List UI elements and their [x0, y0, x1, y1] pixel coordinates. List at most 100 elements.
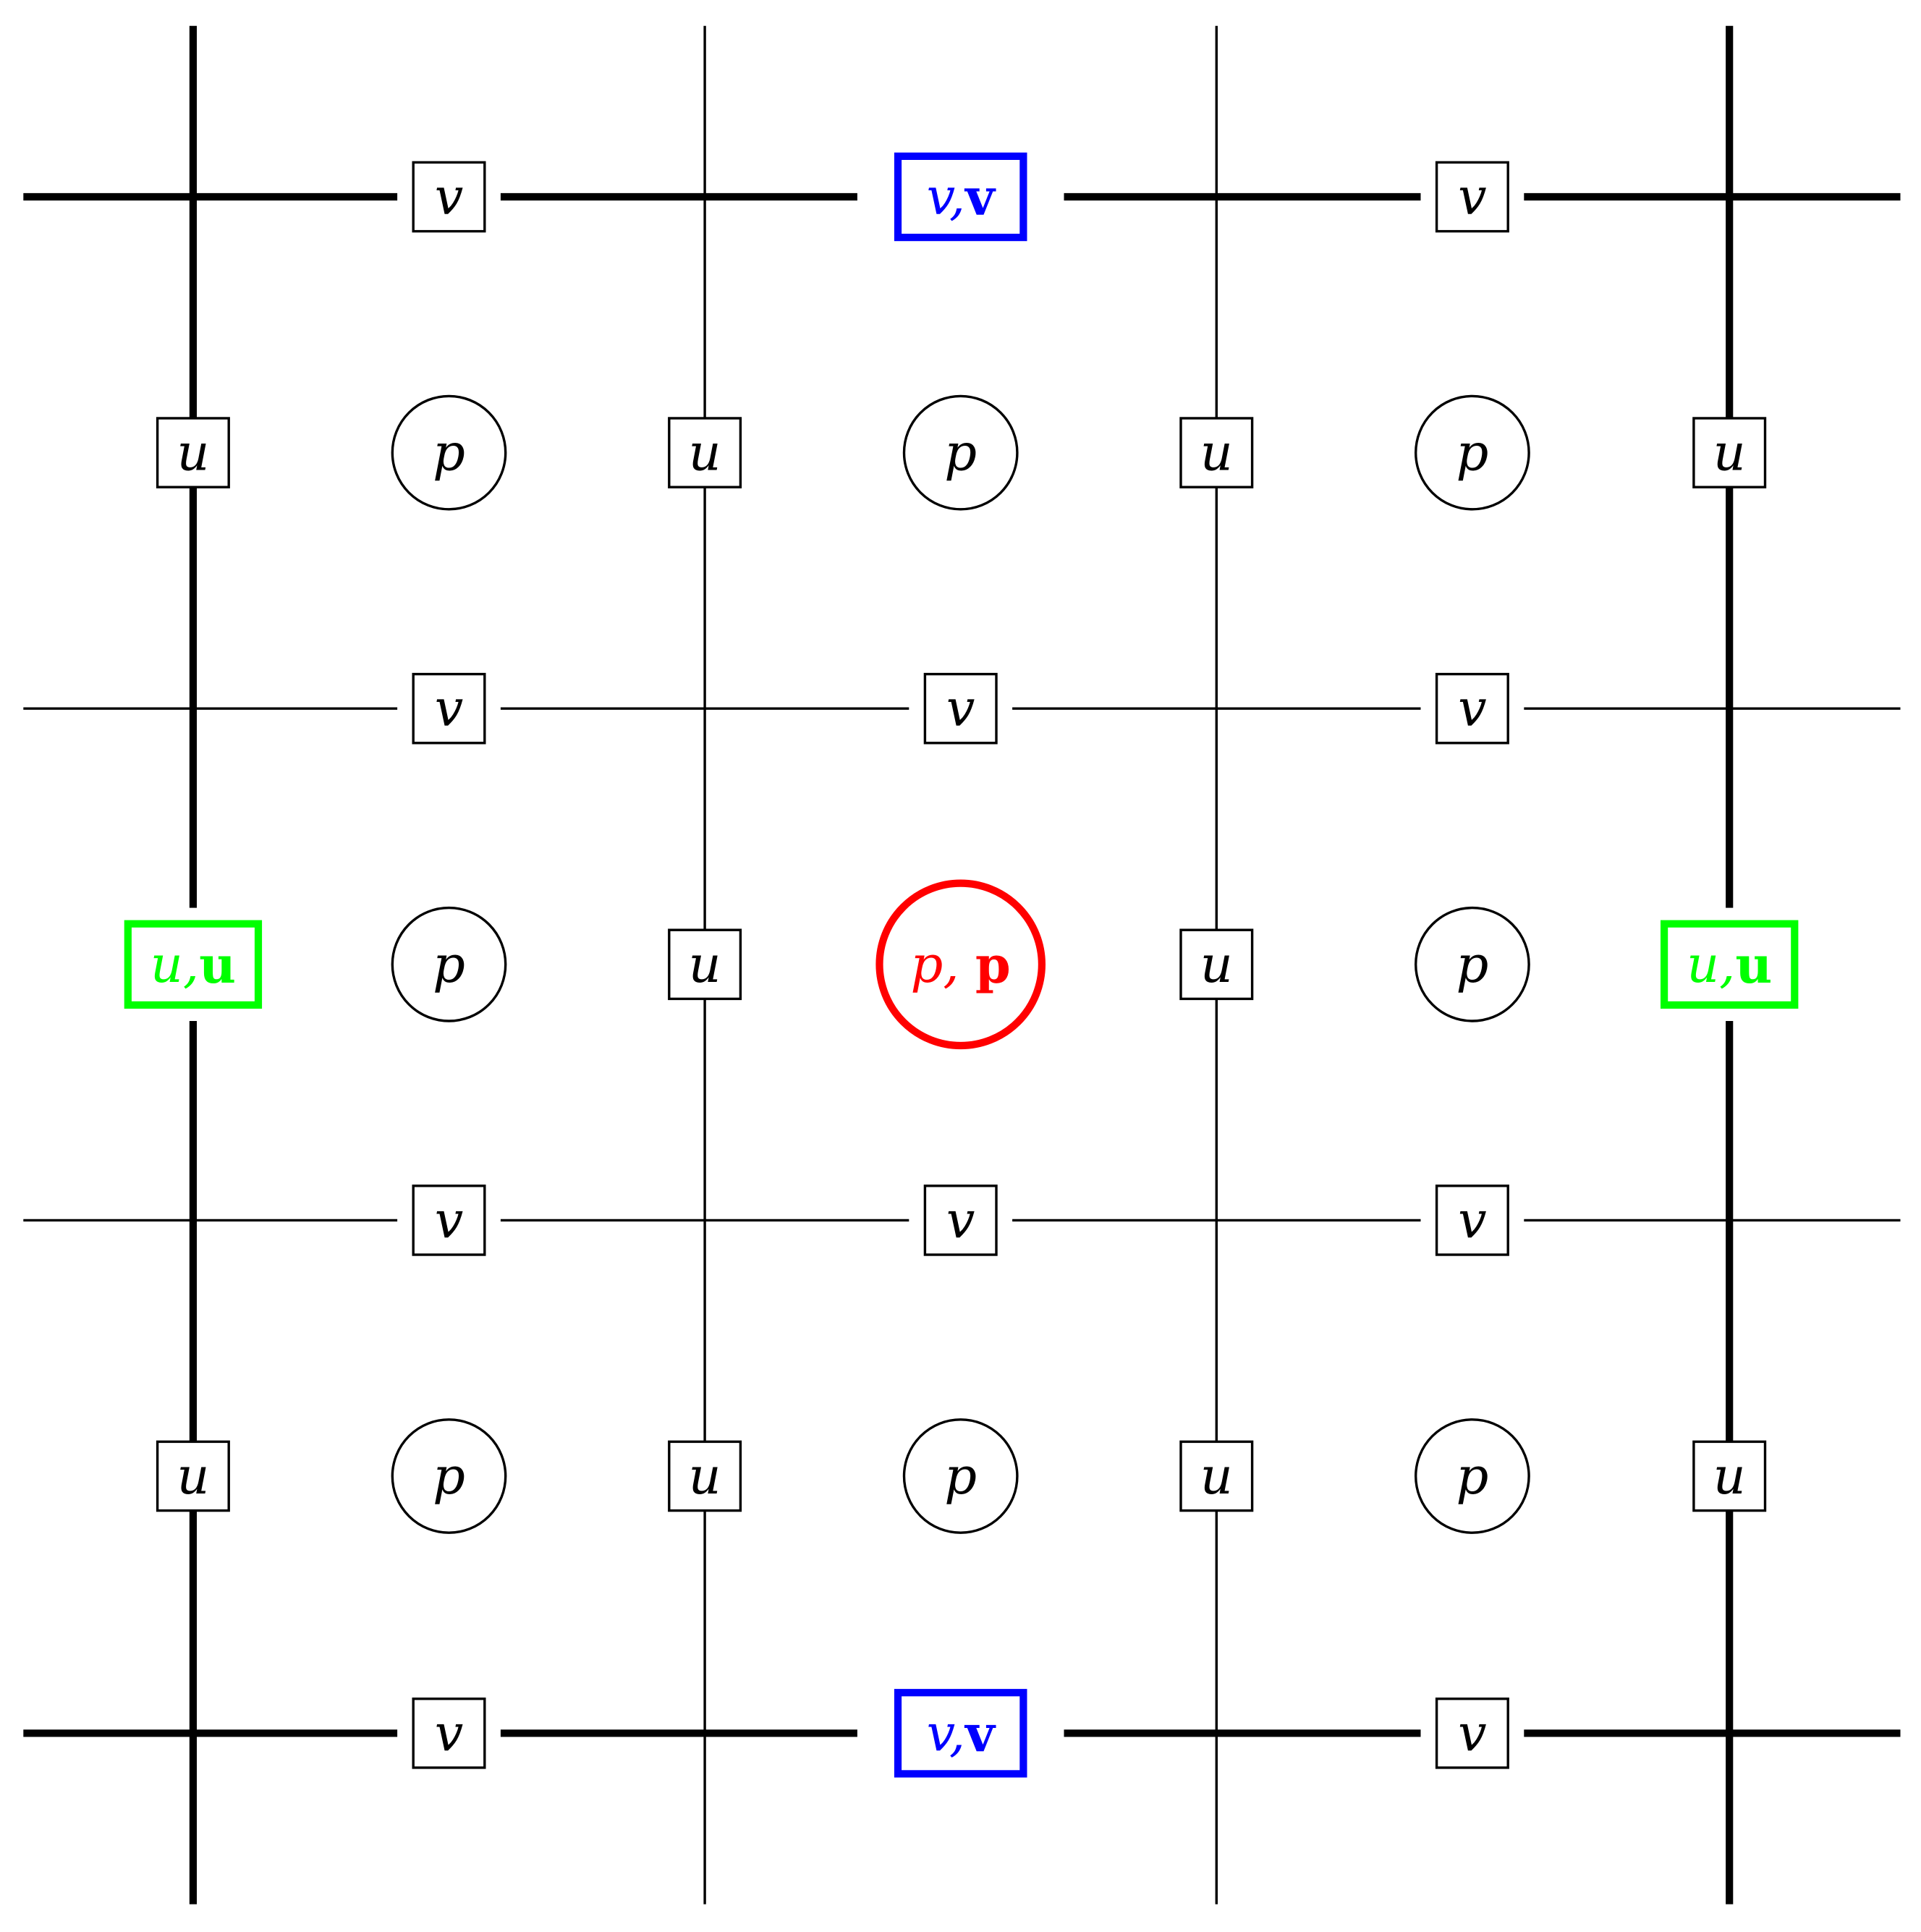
- p-node-label: p: [944, 423, 977, 483]
- u-node-label: u: [1200, 935, 1233, 994]
- u-node-label: u: [177, 423, 209, 483]
- v-node: v: [1420, 672, 1524, 745]
- v-node-label: v: [1458, 167, 1487, 226]
- u-node: u: [668, 928, 742, 1001]
- v-node-box: [923, 1185, 998, 1256]
- p-node: p: [902, 1418, 1019, 1534]
- p-node-circle: [391, 906, 507, 1022]
- v-node: v: [1420, 1185, 1524, 1256]
- u-boundary-node-highlighted: u,u: [1661, 907, 1799, 1021]
- u-node-box: [1179, 1440, 1254, 1512]
- u-node-box: [1692, 1440, 1767, 1512]
- p-node: p: [1415, 906, 1530, 1022]
- p-node-label: p: [944, 1446, 977, 1506]
- v-node-box: [1435, 1697, 1509, 1769]
- p-node-circle: [1415, 1418, 1530, 1534]
- p-node-circle: [1415, 906, 1530, 1022]
- p-node-label: p: [1456, 935, 1488, 994]
- p-node-circle: [1415, 394, 1530, 511]
- v-node: v: [397, 1697, 501, 1769]
- p-node-label: p: [433, 423, 465, 483]
- v-node: v: [1420, 1697, 1524, 1769]
- v-boundary-node-box: [894, 1689, 1027, 1778]
- v-node-label: v: [435, 167, 464, 226]
- v-node-box: [923, 672, 998, 745]
- p-centre-node-highlighted-circle: [875, 879, 1046, 1050]
- v-node: v: [1420, 161, 1524, 233]
- u-node-box: [1179, 417, 1254, 488]
- p-node: p: [391, 906, 507, 1022]
- u-node-label: u: [1200, 1446, 1233, 1506]
- u-node: u: [156, 1440, 230, 1512]
- v-node-box: [412, 672, 486, 745]
- v-node-box: [412, 1697, 486, 1769]
- p-node-circle: [902, 1418, 1019, 1534]
- v-node: v: [397, 672, 501, 745]
- p-node: p: [391, 1418, 507, 1534]
- u-boundary-node-box: [124, 920, 263, 1009]
- v-node: v: [397, 1185, 501, 1256]
- p-node-circle: [391, 394, 507, 511]
- u-node: u: [1179, 1440, 1254, 1512]
- u-node-label: u: [1713, 423, 1746, 483]
- grid-nodes: u u,u u u u u u u u u u,u u v v,v v v v v v v v v v,v v p p p p p, p…: [124, 152, 1799, 1778]
- v-boundary-node-box: [894, 152, 1027, 242]
- u-node-label: u: [689, 1446, 721, 1506]
- u-node-box: [156, 417, 230, 488]
- u-node: u: [1692, 1440, 1767, 1512]
- u-boundary-node-label: u,u: [1687, 934, 1772, 994]
- v-node-box: [412, 1185, 486, 1256]
- u-node-label: u: [1200, 423, 1233, 483]
- u-node-box: [668, 417, 742, 488]
- p-node: p: [1415, 1418, 1530, 1534]
- v-node-label: v: [1458, 1190, 1487, 1250]
- p-node-circle: [391, 1418, 507, 1534]
- u-node: u: [1179, 928, 1254, 1001]
- v-node-label: v: [435, 679, 464, 738]
- v-node: v: [909, 672, 1013, 745]
- v-node: v: [909, 1185, 1013, 1256]
- p-node-label: p: [1456, 1446, 1488, 1506]
- u-node: u: [1692, 417, 1767, 488]
- u-node: u: [156, 417, 230, 488]
- u-node: u: [668, 417, 742, 488]
- p-node: p: [391, 394, 507, 511]
- v-node-label: v: [435, 1190, 464, 1250]
- v-node-label: v: [946, 679, 975, 738]
- u-node-box: [668, 928, 742, 1001]
- v-boundary-node-highlighted: v,v: [857, 1689, 1064, 1778]
- v-node-label: v: [1458, 679, 1487, 738]
- p-node: p: [902, 394, 1019, 511]
- p-node-label: p: [433, 935, 465, 994]
- p-node-label: p: [1456, 423, 1488, 483]
- v-node-label: v: [435, 1703, 464, 1763]
- u-boundary-node-highlighted: u,u: [124, 907, 263, 1021]
- u-node-label: u: [177, 1446, 209, 1506]
- u-node-label: u: [689, 935, 721, 994]
- v-node-box: [1435, 1185, 1509, 1256]
- p-node: p: [1415, 394, 1530, 511]
- p-node-circle: [902, 394, 1019, 511]
- u-node-box: [668, 1440, 742, 1512]
- v-node: v: [397, 161, 501, 233]
- u-node-label: u: [1713, 1446, 1746, 1506]
- v-node-box: [412, 161, 486, 233]
- v-node-label: v: [1458, 1703, 1487, 1763]
- v-node-box: [1435, 161, 1509, 233]
- u-node: u: [668, 1440, 742, 1512]
- v-boundary-node-label: v,v: [927, 167, 997, 227]
- p-centre-node-highlighted: p, p: [875, 879, 1046, 1050]
- v-boundary-node-highlighted: v,v: [857, 152, 1064, 242]
- v-boundary-node-label: v,v: [927, 1703, 997, 1763]
- u-boundary-node-label: u,u: [150, 934, 236, 994]
- v-node-label: v: [946, 1190, 975, 1250]
- p-centre-node-highlighted-label: p, p: [911, 934, 1011, 994]
- u-node: u: [1179, 417, 1254, 488]
- v-node-box: [1435, 672, 1509, 745]
- u-node-label: u: [689, 423, 721, 483]
- u-node-box: [1692, 417, 1767, 488]
- u-node-box: [1179, 928, 1254, 1001]
- u-node-box: [156, 1440, 230, 1512]
- p-node-label: p: [433, 1446, 465, 1506]
